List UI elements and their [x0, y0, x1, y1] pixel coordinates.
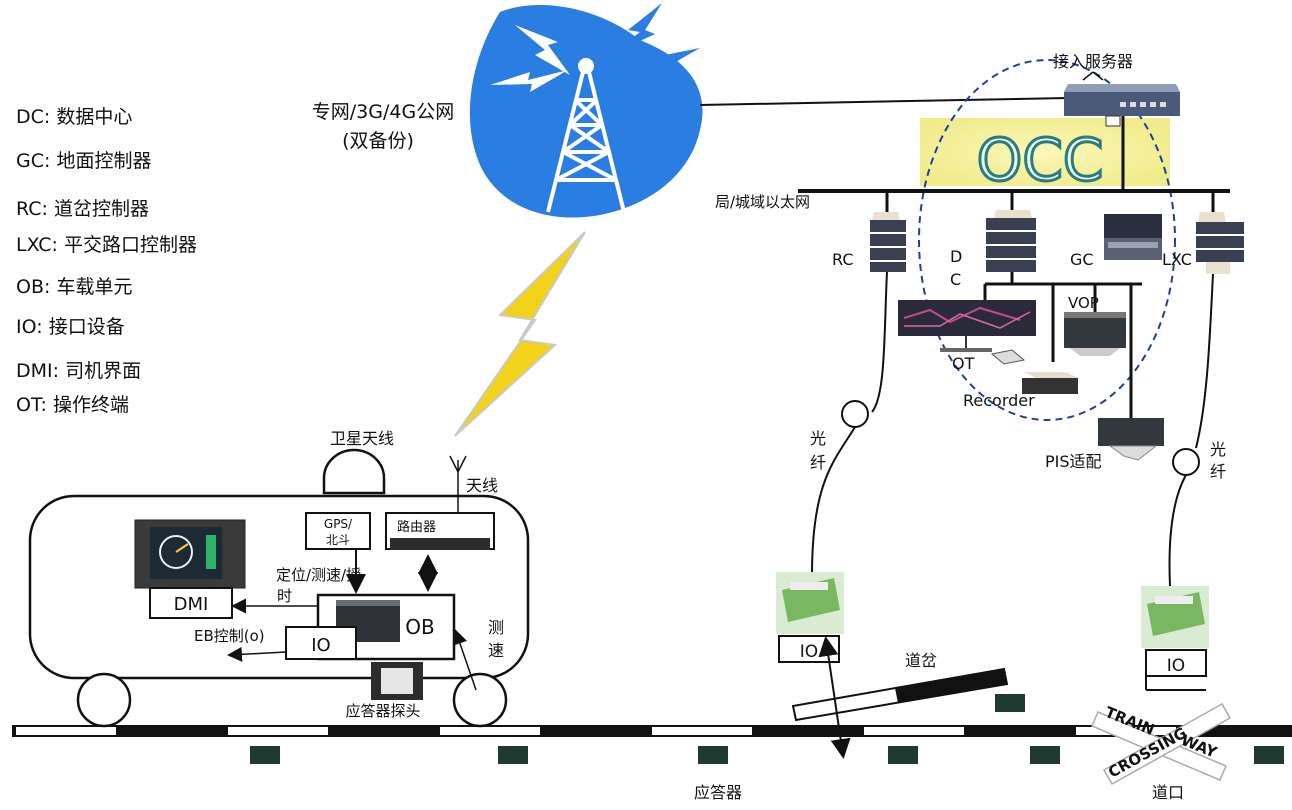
- tower-icon: [546, 71, 626, 213]
- position-label-2: 时: [277, 587, 292, 605]
- dc-server-icon: [986, 210, 1036, 272]
- recorder-icon: [1022, 372, 1078, 394]
- cloud-network-icon: [469, 3, 703, 218]
- gc-server-icon: [1104, 214, 1162, 260]
- satellite-antenna-icon: [322, 448, 386, 495]
- occ-boundary: [918, 59, 1176, 421]
- crossing-label: 道口: [1152, 783, 1184, 802]
- gc-label: GC: [1070, 250, 1094, 269]
- gps-label-2: 北斗: [326, 533, 350, 547]
- io-label-left: IO: [800, 642, 818, 662]
- antenna-icon: [449, 455, 467, 512]
- legend-item-io: IO: 接口设备: [16, 316, 125, 338]
- recorder-label: Recorder: [963, 391, 1035, 410]
- balise-label: 应答器: [694, 783, 742, 802]
- io-box-right: [1145, 649, 1207, 677]
- server-label: 接入服务器: [1053, 52, 1133, 71]
- link-line: [699, 97, 1069, 106]
- io-device-left-icon: [776, 572, 844, 634]
- legend-item-lxc: LXC: 平交路口控制器: [16, 234, 197, 256]
- legend-item-gc: GC: 地面控制器: [16, 150, 152, 172]
- dmi-label: DMI: [174, 594, 209, 615]
- legend-item-ot: OT: 操作终端: [16, 394, 129, 416]
- balise-icon: [250, 694, 1284, 764]
- dc-label-1: D: [950, 247, 962, 266]
- crossing-sign-icon: TRAIN CROSSING WAY: [1091, 702, 1232, 786]
- legend-item-dmi: DMI: 司机界面: [16, 360, 142, 382]
- wheel-right: [452, 672, 508, 728]
- speed-label-1: 测: [488, 618, 504, 637]
- fiber-left-2: 纤: [810, 453, 826, 472]
- fiber-left-1: 光: [810, 429, 826, 448]
- network-label-1: 专网/3G/4G公网: [312, 101, 454, 123]
- vop-device-icon: [1064, 312, 1126, 356]
- dc-label-2: C: [950, 270, 961, 289]
- io-label-right: IO: [1167, 656, 1185, 676]
- dmi-screen-icon: [134, 519, 246, 589]
- train-io-label: IO: [311, 635, 330, 656]
- train-io-box: [285, 626, 357, 660]
- ethernet-label: 局/城域以太网: [715, 193, 810, 211]
- occ-glow: [920, 118, 1170, 186]
- antenna-label: 天线: [466, 476, 498, 495]
- vop-label: VOP: [1068, 294, 1099, 312]
- rc-server-icon: [870, 212, 906, 272]
- ot-label: OT: [952, 354, 975, 373]
- legend-item-dc: DC: 数据中心: [16, 106, 133, 128]
- rc-label: RC: [832, 250, 854, 269]
- gps-label-1: GPS/: [324, 517, 353, 531]
- position-label-1: 定位/测速/授: [276, 566, 361, 584]
- router-label: 路由器: [397, 519, 436, 535]
- lxc-label: LXC: [1162, 250, 1192, 269]
- switch-label: 道岔: [905, 651, 937, 670]
- occ-label: OCC: [977, 126, 1104, 194]
- pis-adapter-icon: [1098, 418, 1164, 461]
- network-label-2: (双备份): [342, 130, 414, 152]
- legend-item-rc: RC: 道岔控制器: [16, 198, 149, 220]
- satellite-label: 卫星天线: [330, 429, 394, 448]
- speed-label-2: 速: [488, 641, 504, 660]
- access-server-icon: [1064, 84, 1180, 127]
- wheel-left: [76, 672, 132, 728]
- lxc-server-icon: [1196, 212, 1244, 274]
- fiber-right-2: 纤: [1210, 462, 1226, 481]
- io-device-right-icon: [1141, 586, 1209, 648]
- ob-label: OB: [405, 615, 434, 639]
- eb-label: EB控制(o): [194, 627, 265, 645]
- legend-item-ob: OB: 车载单元: [16, 276, 133, 298]
- probe-label: 应答器探头: [345, 702, 420, 720]
- ot-workstation-icon: [898, 300, 1036, 365]
- wireless-bolt-icon: [454, 231, 586, 437]
- fiber-right-1: 光: [1210, 440, 1226, 459]
- gps-box: [305, 512, 371, 550]
- router-device-icon: [390, 538, 490, 550]
- pis-label: PIS适配: [1045, 452, 1102, 471]
